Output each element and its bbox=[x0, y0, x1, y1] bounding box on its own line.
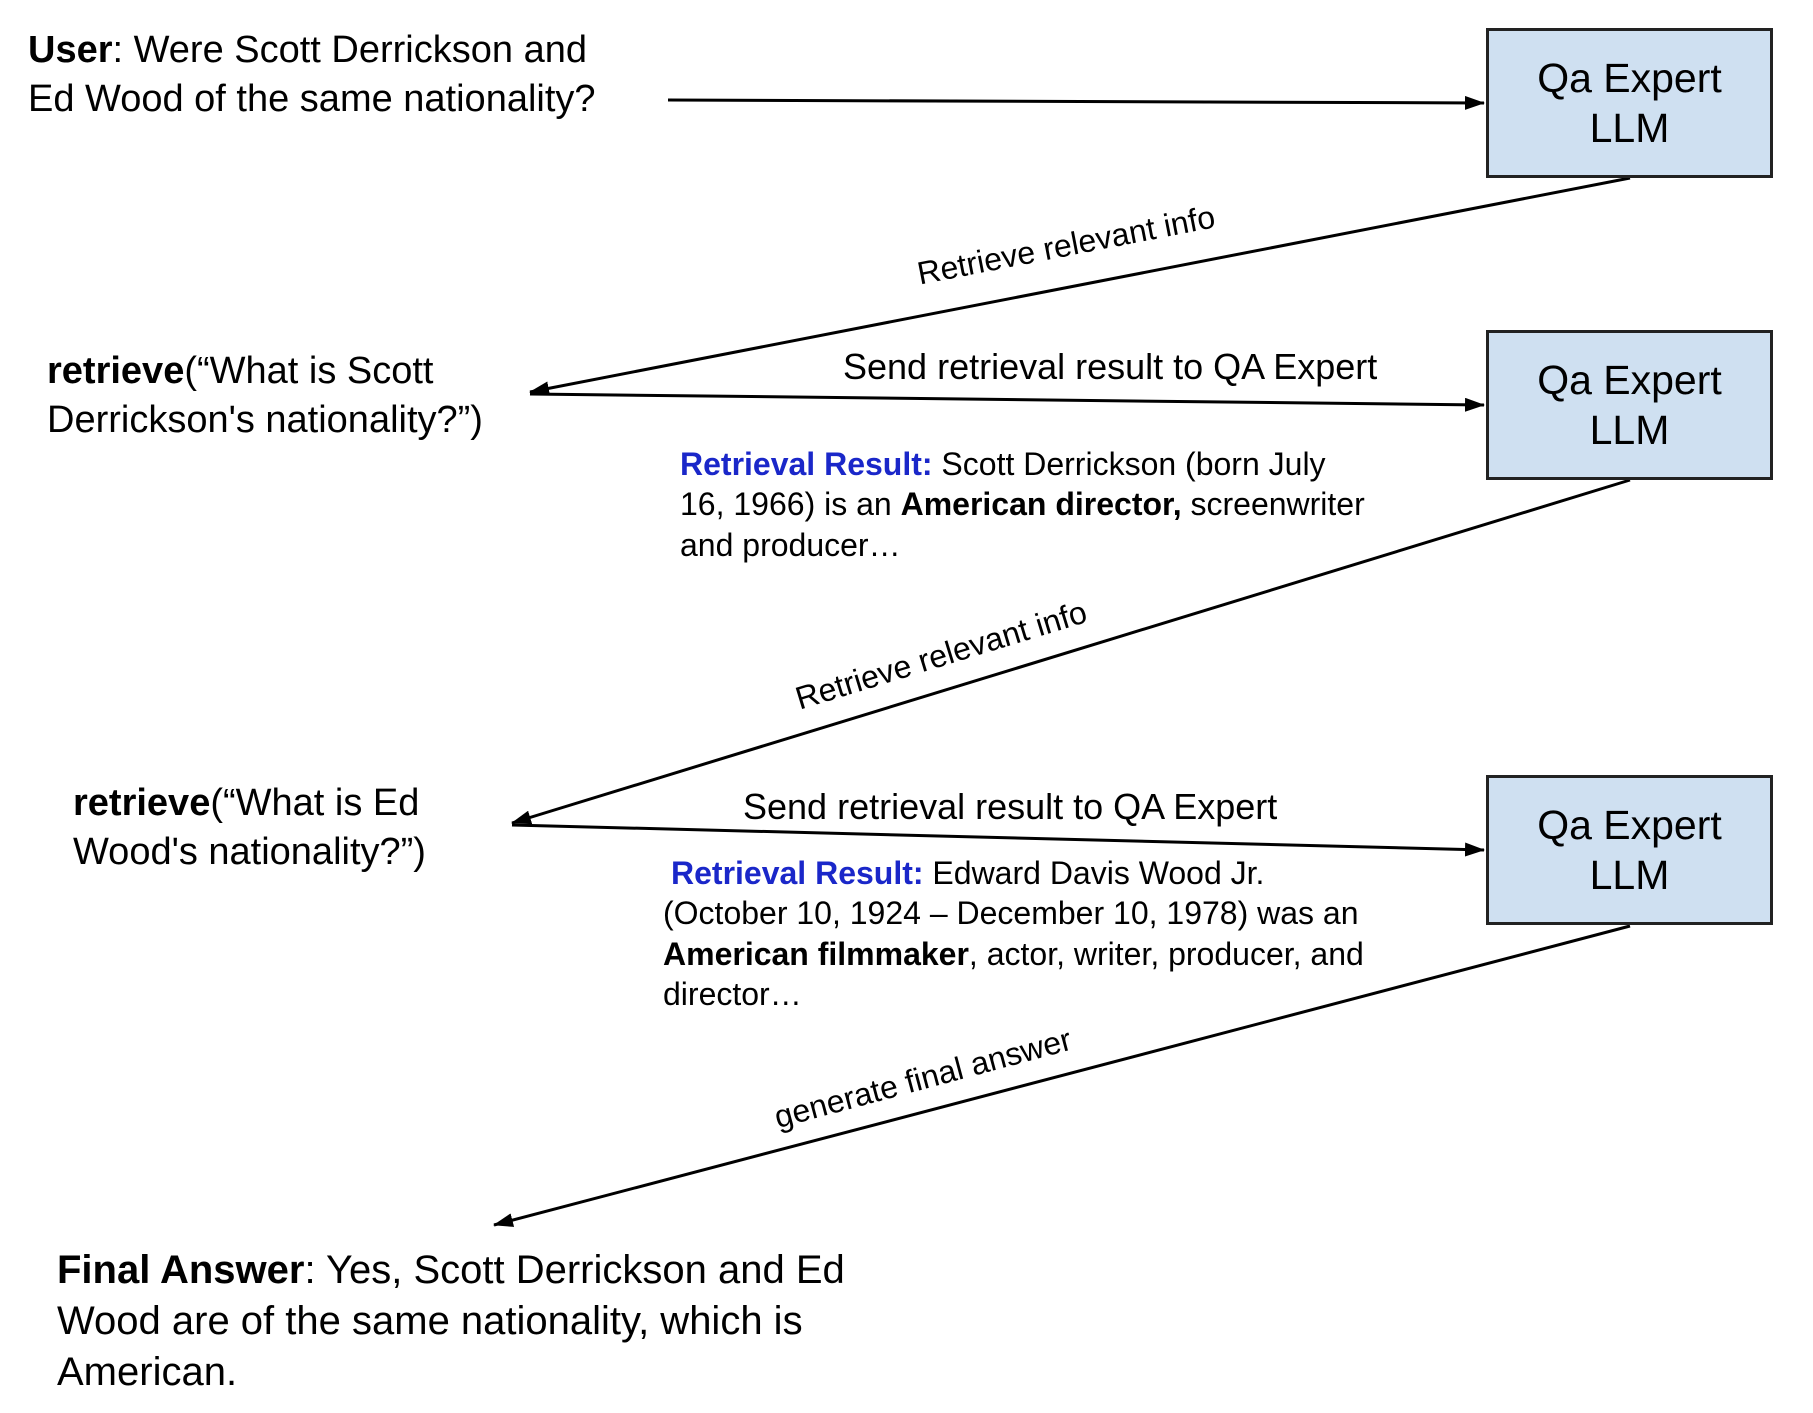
retrieval-result-1: Retrieval Result: Scott Derrickson (born… bbox=[680, 444, 1365, 565]
retrieve-query-2: (“What is Ed bbox=[210, 782, 420, 824]
qa-expert-subtitle: LLM bbox=[1589, 407, 1670, 453]
user-question-text: : Were Scott Derrickson and bbox=[112, 29, 587, 71]
retrieval-result-2: Retrieval Result: Edward Davis Wood Jr. … bbox=[663, 853, 1364, 1014]
retrieval-result-label: Retrieval Result: bbox=[671, 855, 924, 891]
user-label: User bbox=[28, 29, 113, 71]
final-answer-line2: Wood are of the same nationality, which … bbox=[57, 1299, 803, 1344]
qa-expert-title: Qa Expert bbox=[1537, 356, 1722, 403]
arrow-user-to-expert bbox=[667, 95, 1485, 110]
final-answer-line3: American. bbox=[57, 1350, 238, 1395]
arrow-retrieve2-to-expert bbox=[511, 823, 1485, 857]
arrow-expert-to-final bbox=[493, 924, 1631, 1227]
qa-expert-subtitle: LLM bbox=[1589, 105, 1670, 151]
user-question: User: Were Scott Derrickson and Ed Wood … bbox=[28, 26, 596, 125]
retrieve-call-2: retrieve(“What is Ed Wood's nationality?… bbox=[73, 779, 426, 878]
label-send-result-1: Send retrieval result to QA Expert bbox=[843, 346, 1378, 387]
retrieve-fn-2: retrieve bbox=[73, 782, 211, 824]
qa-expert-box-3: Qa Expert LLM bbox=[1486, 775, 1773, 925]
retrieve-fn-1: retrieve bbox=[47, 350, 185, 392]
retrieval-result-2-text: (October 10, 1924 – December 10, 1978) w… bbox=[663, 895, 1359, 932]
retrieval-result-2-highlight: American filmmaker bbox=[663, 935, 969, 972]
qa-expert-title: Qa Expert bbox=[1537, 801, 1722, 848]
label-send-result-2: Send retrieval result to QA Expert bbox=[743, 786, 1278, 827]
arrow-expert-to-retrieve2 bbox=[511, 478, 1631, 825]
retrieval-result-1-text: and producer… bbox=[680, 526, 901, 563]
final-answer: Final Answer: Yes, Scott Derrickson and … bbox=[57, 1245, 845, 1399]
arrow-retrieve1-to-expert bbox=[529, 392, 1485, 412]
retrieve-call-1: retrieve(“What is Scott Derrickson's nat… bbox=[47, 347, 483, 446]
retrieval-result-2-text: director… bbox=[663, 975, 802, 1012]
arrow-expert-to-retrieve1 bbox=[529, 176, 1631, 396]
retrieval-result-2-text: , actor, writer, producer, and bbox=[968, 935, 1364, 972]
retrieval-result-1-text: Scott Derrickson (born July bbox=[932, 446, 1326, 482]
qa-expert-box-2: Qa Expert LLM bbox=[1486, 330, 1773, 480]
user-question-line2: Ed Wood of the same nationality? bbox=[28, 78, 596, 121]
retrieval-result-1-text: 16, 1966) is an bbox=[680, 486, 901, 523]
retrieve-query-2-line2: Wood's nationality?”) bbox=[73, 831, 426, 874]
qa-expert-box-1: Qa Expert LLM bbox=[1486, 28, 1773, 178]
final-answer-text: : Yes, Scott Derrickson and Ed bbox=[304, 1248, 845, 1292]
retrieval-result-label: Retrieval Result: bbox=[680, 446, 933, 482]
retrieval-result-1-highlight: American director, bbox=[900, 486, 1182, 523]
qa-expert-subtitle: LLM bbox=[1589, 852, 1670, 898]
retrieve-query-1-line2: Derrickson's nationality?”) bbox=[47, 399, 483, 442]
retrieval-result-1-text: screenwriter bbox=[1181, 486, 1365, 523]
retrieve-query-1: (“What is Scott bbox=[184, 350, 434, 392]
final-answer-label: Final Answer bbox=[57, 1248, 305, 1292]
qa-expert-title: Qa Expert bbox=[1537, 54, 1722, 101]
retrieval-result-2-text: Edward Davis Wood Jr. bbox=[923, 855, 1265, 891]
